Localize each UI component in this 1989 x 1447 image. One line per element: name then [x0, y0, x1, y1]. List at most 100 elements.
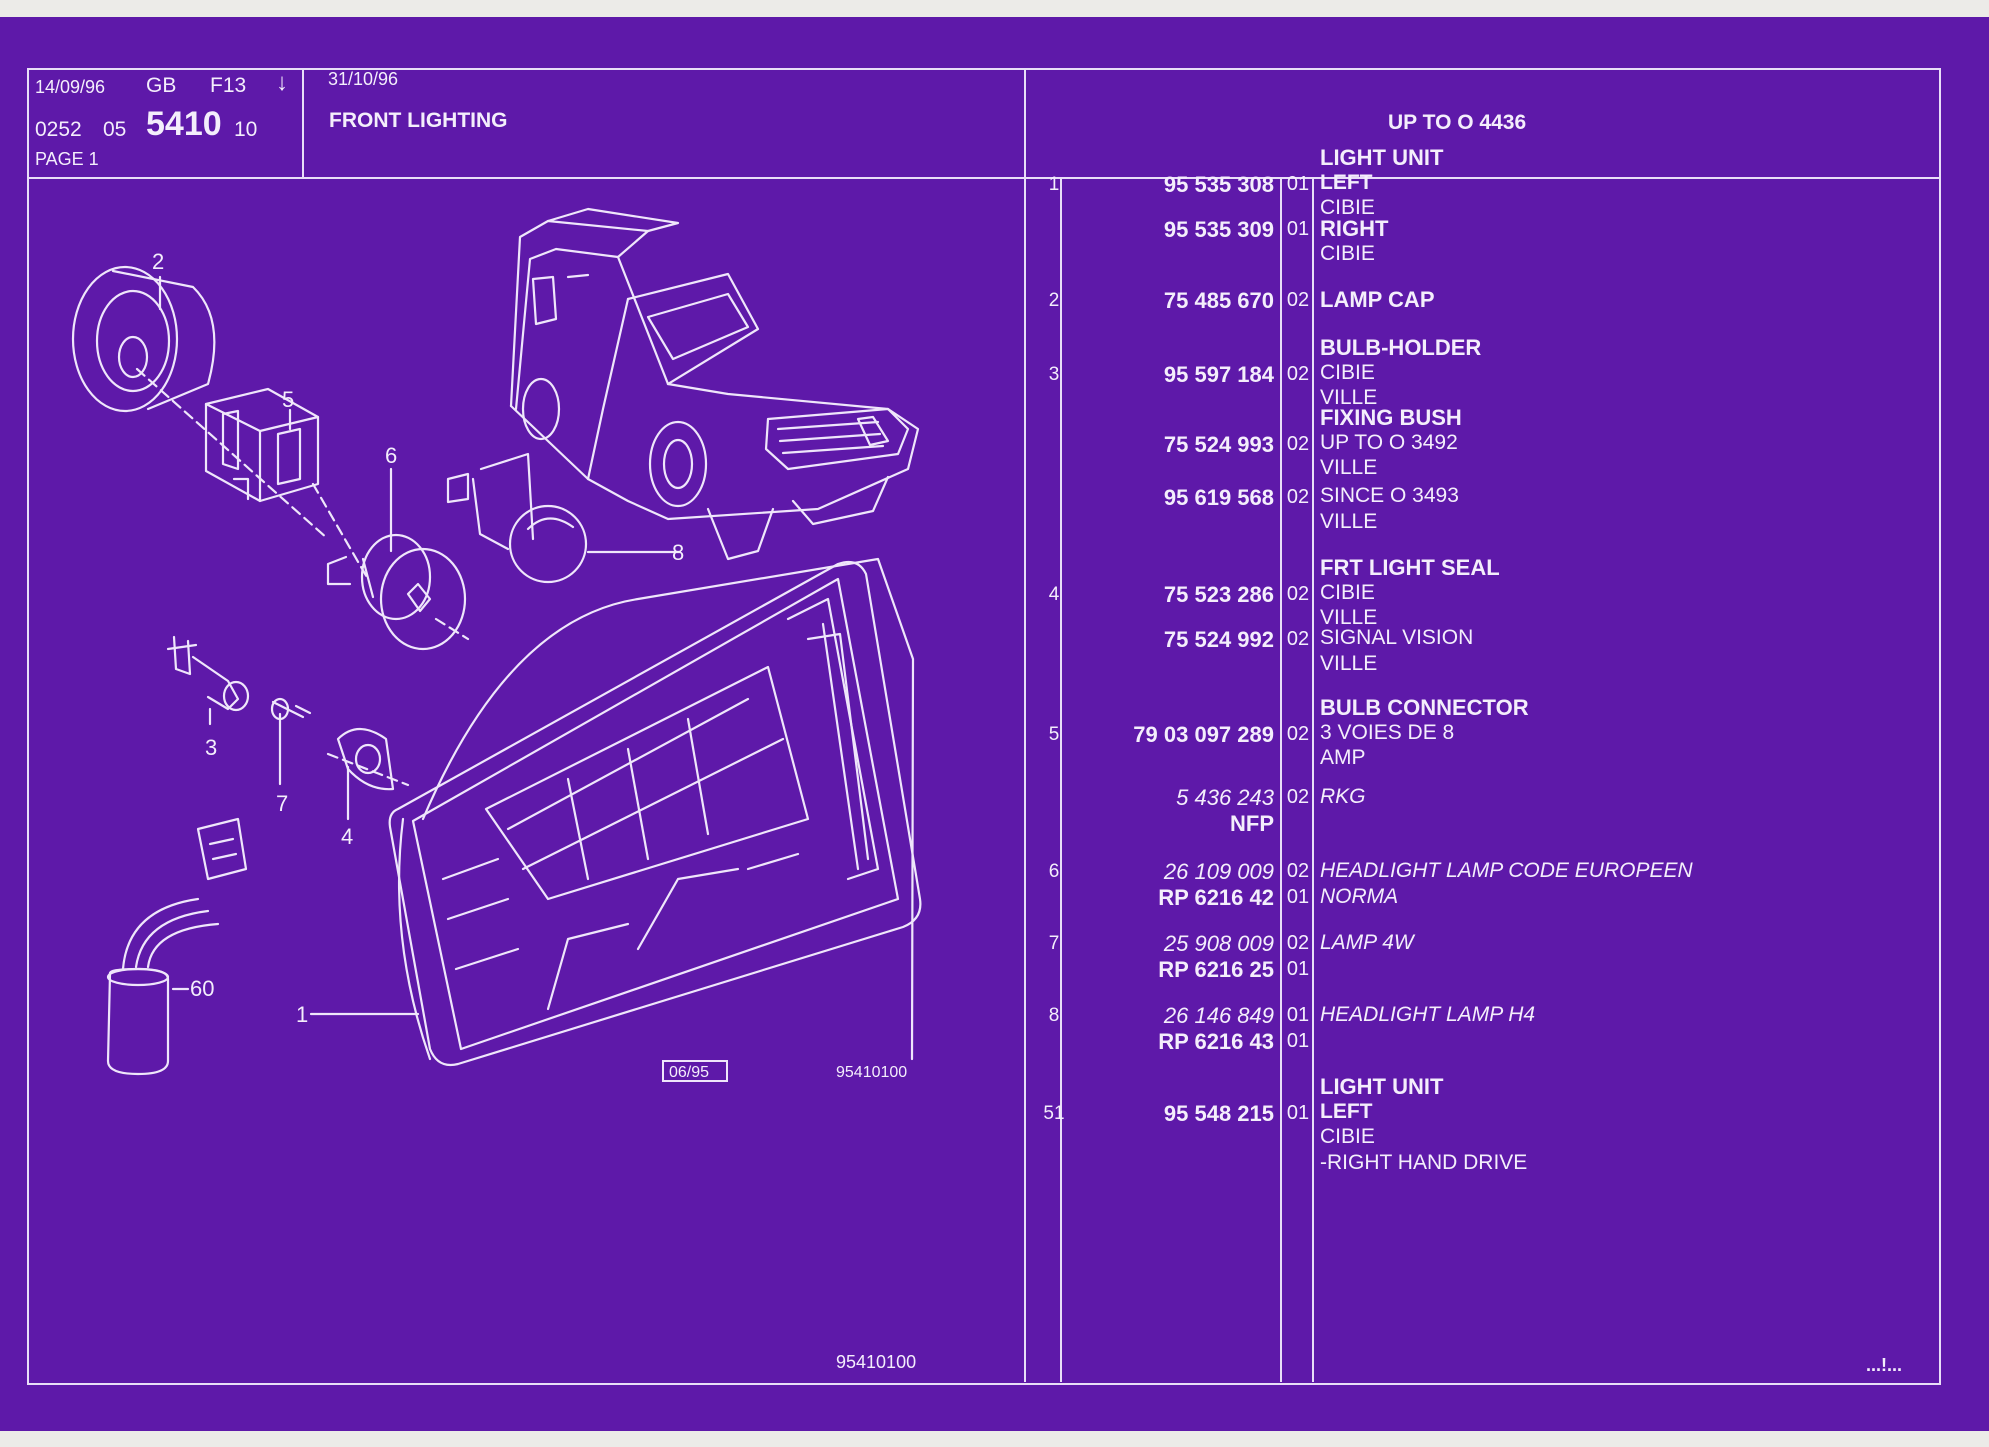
part-number: 25 908 009 — [1163, 931, 1274, 956]
part-description-line: LIGHT UNIT — [1320, 1074, 1444, 1099]
part-description-line: VILLE — [1320, 386, 1378, 409]
serial-range: UP TO O 4436 — [1388, 111, 1527, 134]
outer-frame — [27, 68, 1941, 1385]
part-quantity: 02 — [1286, 932, 1310, 954]
part-description-line: CIBIE — [1320, 196, 1375, 219]
part-description-line: NORMA — [1320, 884, 1399, 908]
part-description-line: VILLE — [1320, 606, 1378, 629]
code-prefix: 0252 — [35, 118, 82, 141]
part-quantity: 01 — [1286, 172, 1310, 195]
wiring-connector-illustration — [106, 817, 248, 1076]
part-number-alt: RP 6216 25 — [1158, 956, 1274, 982]
part-ref-number: 51 — [1043, 1102, 1065, 1124]
header-divider-1 — [302, 68, 304, 178]
lamp-cap-illustration — [71, 265, 216, 413]
part-number: 95 619 568 — [1163, 485, 1274, 510]
headlight-unit-illustration — [388, 557, 922, 1067]
callout-60: 60 — [190, 976, 214, 1001]
part-description-line: LIGHT UNIT — [1320, 145, 1444, 170]
part-quantity: 01 — [1286, 1101, 1310, 1124]
part-description-line: FIXING BUSH — [1320, 405, 1462, 430]
part-description-line: VILLE — [1320, 456, 1378, 479]
part-number: 95 535 308 — [1163, 171, 1274, 197]
part-description-line: CIBIE — [1320, 241, 1375, 265]
header-divider-2 — [1024, 68, 1026, 1382]
part-description-line: LAMP 4W — [1320, 931, 1414, 954]
part-number: 75 485 670 — [1163, 288, 1274, 313]
part-quantity-alt: 01 — [1286, 885, 1310, 908]
part-number-alt: NFP — [1230, 810, 1274, 836]
part-description-line: 3 VOIES DE 8 — [1320, 720, 1455, 744]
part-description-line: VILLE — [1320, 509, 1378, 533]
part-quantity-alt: 01 — [1286, 1029, 1310, 1052]
language-code: GB — [146, 74, 177, 97]
part-description-line: VILLE — [1320, 651, 1378, 675]
part-number-alt: RP 6216 42 — [1158, 884, 1274, 910]
code-mid: 05 — [103, 118, 127, 141]
part-description-line: CIBIE — [1320, 1125, 1375, 1148]
van-illustration — [509, 207, 920, 561]
arrow-down-icon: ↓ — [276, 69, 288, 96]
part-number: 95 535 309 — [1163, 217, 1274, 242]
part-ref-number: 8 — [1048, 1005, 1060, 1026]
part-quantity: 02 — [1286, 486, 1310, 508]
part-quantity: 02 — [1286, 786, 1310, 808]
part-quantity: 02 — [1286, 432, 1310, 455]
callout-8: 8 — [672, 540, 684, 565]
diagram-date-box: 06/95 — [669, 1064, 709, 1081]
part-description-line: LAMP CAP — [1320, 287, 1435, 312]
part-description-line: AMP — [1320, 746, 1366, 769]
part-number: 75 524 993 — [1163, 431, 1274, 457]
part-quantity-alt: 01 — [1286, 957, 1310, 980]
callout-7: 7 — [276, 791, 288, 816]
part-description-line: RIGHT — [1320, 216, 1389, 241]
part-quantity: 02 — [1286, 628, 1310, 650]
signal-bulb-holder-illustration — [166, 635, 312, 721]
light-seal-illustration — [336, 727, 395, 791]
footer-ref-number: 95410100 — [836, 1352, 917, 1372]
part-number: 79 03 097 289 — [1133, 721, 1274, 747]
part-number: 26 146 849 — [1163, 1003, 1274, 1028]
callout-3: 3 — [205, 735, 217, 760]
part-description-line: FRT LIGHT SEAL — [1320, 555, 1500, 580]
part-quantity: 01 — [1286, 218, 1310, 240]
column-line-pn — [1060, 178, 1062, 1382]
part-description-line: LEFT — [1320, 1099, 1373, 1123]
part-quantity: 02 — [1286, 362, 1310, 385]
part-ref-number: 7 — [1048, 933, 1060, 954]
page-title: FRONT LIGHTING — [329, 109, 508, 132]
callout-6: 6 — [385, 443, 397, 468]
header-bottom-line — [27, 177, 1939, 179]
part-number: 95 548 215 — [1163, 1100, 1274, 1126]
part-number: 26 109 009 — [1163, 859, 1274, 884]
diagram-ref-number: 95410100 — [836, 1064, 907, 1081]
code-main: 5410 — [146, 105, 222, 143]
part-ref-number: 3 — [1048, 363, 1060, 385]
part-description-line: SINCE O 3493 — [1320, 484, 1459, 507]
issue-date: 14/09/96 — [35, 77, 106, 97]
page-number: PAGE 1 — [35, 149, 99, 169]
part-ref-number: 4 — [1048, 583, 1060, 605]
revision-date: 31/10/96 — [328, 69, 399, 89]
part-description-line: CIBIE — [1320, 580, 1375, 604]
model-code: F13 — [210, 74, 247, 97]
part-ref-number: 5 — [1048, 723, 1060, 745]
part-description-line: CIBIE — [1320, 360, 1375, 384]
part-quantity: 02 — [1286, 860, 1310, 882]
column-line-qty — [1280, 178, 1282, 1382]
part-description-line: HEADLIGHT LAMP CODE EUROPEEN — [1320, 859, 1693, 882]
column-line-desc — [1312, 178, 1314, 1382]
part-description-line: LEFT — [1320, 170, 1373, 194]
part-quantity: 02 — [1286, 582, 1310, 605]
part-ref-number: 2 — [1048, 290, 1060, 311]
part-description-line: BULB-HOLDER — [1320, 335, 1482, 360]
callout-4: 4 — [341, 824, 353, 849]
part-description-line: RKG — [1320, 785, 1366, 808]
part-number: 75 524 992 — [1163, 627, 1274, 652]
part-description-line: BULB CONNECTOR — [1320, 695, 1529, 720]
part-number: 95 597 184 — [1163, 361, 1274, 387]
part-quantity: 02 — [1286, 722, 1310, 745]
h4-bulb-illustration — [446, 452, 588, 584]
part-ref-number: 6 — [1048, 861, 1060, 882]
callout-2: 2 — [152, 249, 164, 274]
